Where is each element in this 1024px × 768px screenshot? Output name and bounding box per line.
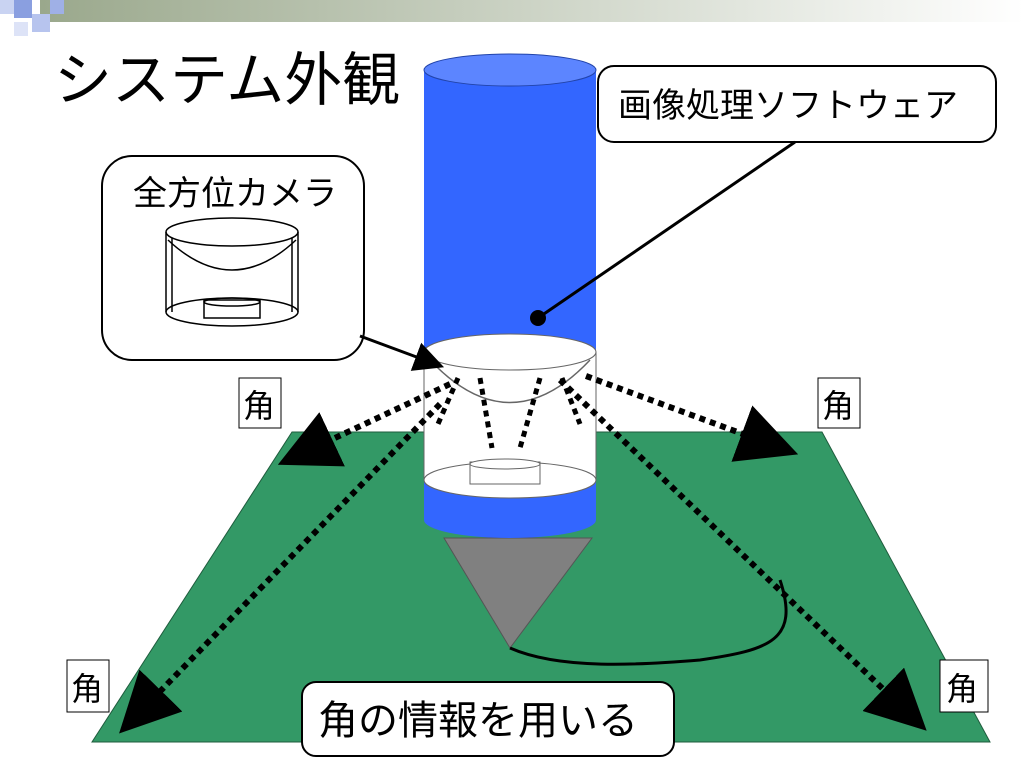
camera-pointer [359, 334, 445, 371]
camera-label: 全方位カメラ [133, 174, 337, 214]
omnidirectional-camera [423, 333, 597, 499]
software-label: 画像処理ソフトウェア [618, 86, 958, 126]
corner-label-top-left: 角 [238, 377, 282, 429]
corner-label-bottom-right: 角 [939, 659, 989, 713]
cable [509, 579, 788, 666]
software-pointer [537, 140, 796, 320]
bottom-caption-text: 角の情報を用いる [318, 698, 638, 744]
software-pointer-dot [530, 310, 546, 326]
corner-arrows [119, 373, 927, 734]
view-rays [435, 377, 583, 449]
corner-text: 角 [71, 670, 103, 708]
camera-callout: 全方位カメラ [101, 155, 445, 371]
arrow-top-left [277, 381, 452, 467]
corner-text: 角 [822, 387, 854, 425]
corner-text: 角 [946, 670, 978, 708]
header-decoration [0, 0, 1024, 36]
slide-title: システム外観 [54, 46, 400, 114]
corner-text: 角 [243, 387, 275, 425]
arrow-bottom-left [119, 401, 443, 734]
camera-illustration [165, 217, 299, 327]
pen-tip [443, 537, 593, 649]
arrow-bottom-right [557, 377, 927, 731]
corner-label-top-right: 角 [817, 377, 861, 429]
corner-label-bottom-left: 角 [66, 659, 110, 713]
software-callout: 画像処理ソフトウェア [530, 65, 997, 326]
bottom-caption: 角の情報を用いる [301, 681, 675, 757]
